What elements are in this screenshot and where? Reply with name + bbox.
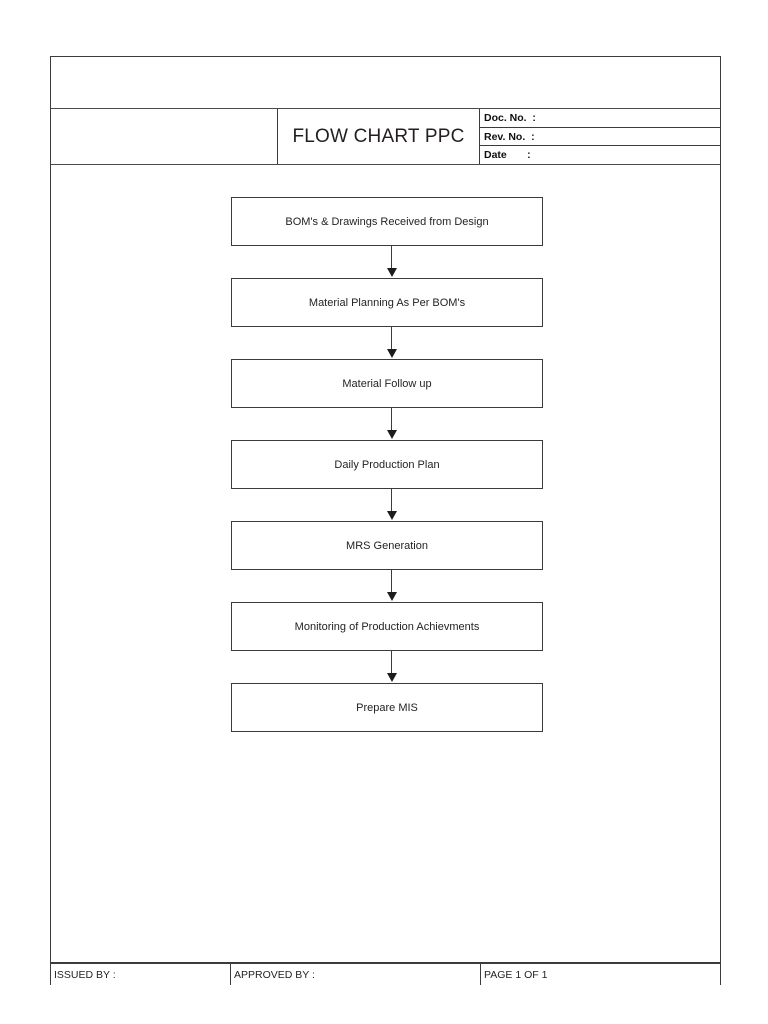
document-frame: FLOW CHART PPC Doc. No. : Rev. No. : Dat… [50, 56, 721, 963]
flow-node-label: MRS Generation [346, 539, 428, 552]
flow-node-label: Daily Production Plan [334, 458, 440, 471]
flow-node-label: Material Planning As Per BOM's [308, 296, 466, 309]
flow-connector-2-3 [386, 327, 397, 359]
doc-no-field: Doc. No. : [480, 109, 720, 128]
arrowhead-down-icon [386, 349, 397, 358]
connector-shaft [391, 327, 393, 351]
date-field: Date : [484, 149, 531, 162]
flow-node-label: Monitoring of Production Achievments [294, 620, 480, 633]
footer-row: ISSUED BY : APPROVED BY : PAGE 1 OF 1 [50, 963, 721, 985]
connector-shaft [391, 246, 393, 270]
flow-node-material-follow-up: Material Follow up [231, 359, 543, 408]
arrowhead-down-icon [386, 673, 397, 682]
arrowhead-down-icon [386, 592, 397, 601]
flow-connector-3-4 [386, 408, 397, 440]
frame-right-edge-tail [719, 963, 721, 985]
header-blank-band [51, 57, 720, 109]
title-block: FLOW CHART PPC Doc. No. : Rev. No. : Dat… [51, 109, 720, 165]
flow-connector-1-2 [386, 246, 397, 278]
organization-cell [51, 109, 278, 164]
footer-page-number: PAGE 1 OF 1 [480, 964, 721, 985]
flow-node-label: Material Follow up [342, 377, 432, 390]
flow-node-daily-production-plan: Daily Production Plan [231, 440, 543, 489]
rev-no-field: Rev. No. : [480, 128, 720, 147]
footer-issued-by: ISSUED BY : [50, 964, 230, 985]
flow-connector-4-5 [386, 489, 397, 521]
connector-shaft [391, 570, 393, 594]
flow-connector-6-7 [386, 651, 397, 683]
flow-node-prepare-mis: Prepare MIS [231, 683, 543, 732]
connector-shaft [391, 651, 393, 675]
flow-node-mrs-generation: MRS Generation [231, 521, 543, 570]
connector-shaft [391, 489, 393, 513]
arrowhead-down-icon [386, 511, 397, 520]
connector-shaft [391, 408, 393, 432]
arrowhead-down-icon [386, 268, 397, 277]
document-meta-cell: Doc. No. : Rev. No. : Date : [480, 109, 720, 164]
flowchart-canvas: BOM's & Drawings Received from Design Ma… [51, 165, 720, 962]
arrowhead-down-icon [386, 430, 397, 439]
flow-connector-5-6 [386, 570, 397, 602]
document-title-cell: FLOW CHART PPC [278, 109, 480, 164]
flow-node-monitoring-production-achievements: Monitoring of Production Achievments [231, 602, 543, 651]
flow-node-material-planning: Material Planning As Per BOM's [231, 278, 543, 327]
footer-approved-by: APPROVED BY : [230, 964, 480, 985]
flow-node-bom-drawings-received: BOM's & Drawings Received from Design [231, 197, 543, 246]
flow-node-label: BOM's & Drawings Received from Design [285, 215, 489, 228]
flow-node-label: Prepare MIS [356, 701, 418, 714]
page-title: FLOW CHART PPC [292, 125, 465, 147]
